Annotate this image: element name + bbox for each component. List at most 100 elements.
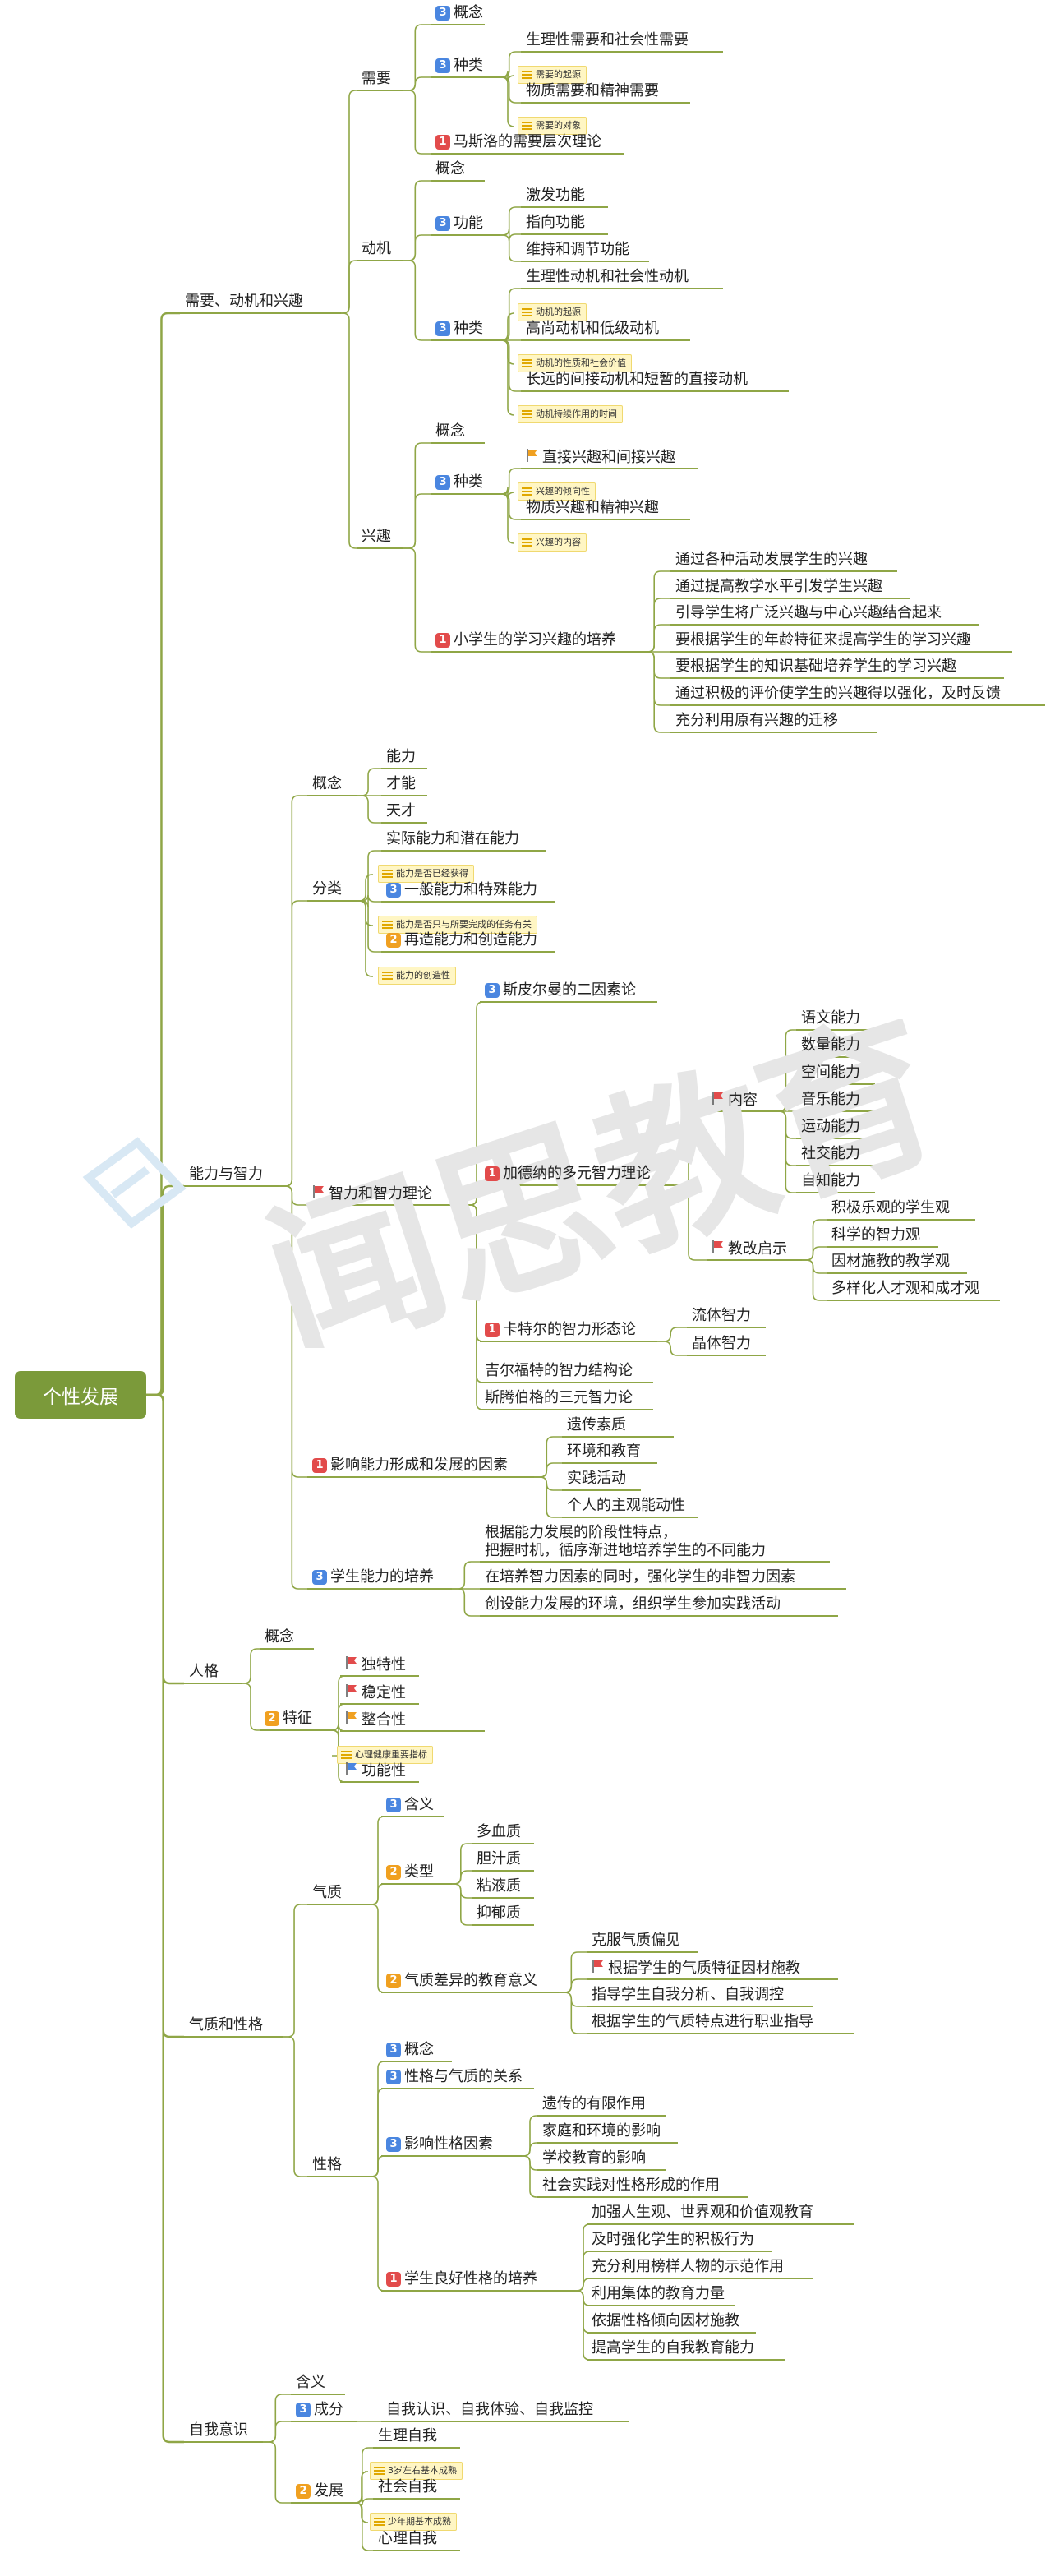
- node-c1[interactable]: 概念: [265, 1628, 294, 1646]
- node-a1b1[interactable]: 生理性需要和社会性需要: [526, 31, 689, 49]
- note-b2cn[interactable]: 能力的创造性: [378, 967, 456, 985]
- note-a3b2n[interactable]: 兴趣的内容: [518, 533, 587, 552]
- node-b2a[interactable]: 实际能力和潜在能力: [386, 830, 519, 848]
- node-d1c1[interactable]: 克服气质偏见: [592, 1932, 680, 1950]
- node-b3c1[interactable]: 流体智力: [692, 1307, 751, 1325]
- node-c[interactable]: 人格: [189, 1663, 219, 1681]
- node-a3c2[interactable]: 通过提高教学水平引发学生兴趣: [675, 578, 882, 596]
- node-d1b2[interactable]: 胆汁质: [477, 1850, 521, 1868]
- node-d1c4[interactable]: 根据学生的气质特点进行职业指导: [592, 2013, 813, 2031]
- node-b[interactable]: 能力与智力: [189, 1166, 263, 1184]
- note-a1b2n[interactable]: 需要的对象: [518, 117, 587, 135]
- node-d2d6[interactable]: 提高学生的自我教育能力: [592, 2339, 754, 2357]
- node-b3b1g[interactable]: 自知能力: [801, 1172, 860, 1190]
- node-a3[interactable]: 兴趣: [362, 528, 391, 546]
- note-c2cn[interactable]: 心理健康重要指标: [337, 1746, 433, 1764]
- node-e1[interactable]: 含义: [296, 2374, 325, 2392]
- node-c2c[interactable]: 整合性: [345, 1710, 406, 1730]
- node-b1c[interactable]: 天才: [386, 802, 416, 820]
- node-a3c5[interactable]: 要根据学生的知识基础培养学生的学习兴趣: [675, 658, 956, 676]
- node-c2a[interactable]: 独特性: [345, 1655, 406, 1675]
- node-a2c3[interactable]: 长远的间接动机和短暂的直接动机: [526, 371, 748, 389]
- node-d2c3[interactable]: 学校教育的影响: [542, 2149, 646, 2167]
- node-b5b[interactable]: 在培养智力因素的同时，强化学生的非智力因素: [485, 1568, 795, 1586]
- node-e3c[interactable]: 心理自我: [378, 2530, 437, 2548]
- node-d2d1[interactable]: 加强人生观、世界观和价值观教育: [592, 2204, 813, 2222]
- node-b2[interactable]: 分类: [312, 880, 342, 898]
- node-a1b2[interactable]: 物质需要和精神需要: [526, 82, 659, 100]
- note-b2bn[interactable]: 能力是否只与所要完成的任务有关: [378, 916, 537, 934]
- node-a3c3[interactable]: 引导学生将广泛兴趣与中心兴趣结合起来: [675, 604, 942, 622]
- note-a2c2n[interactable]: 动机的性质和社会价值: [518, 354, 632, 372]
- node-b3[interactable]: 智力和智力理论: [312, 1184, 432, 1204]
- node-a2b3[interactable]: 维持和调节功能: [526, 241, 629, 259]
- node-b3d[interactable]: 吉尔福特的智力结构论: [485, 1362, 633, 1380]
- node-a2a[interactable]: 概念: [435, 160, 465, 178]
- node-d2d2[interactable]: 及时强化学生的积极行为: [592, 2231, 754, 2249]
- node-e3b[interactable]: 社会自我: [378, 2478, 437, 2496]
- note-b2an[interactable]: 能力是否已经获得: [378, 865, 474, 883]
- node-e3a[interactable]: 生理自我: [378, 2427, 437, 2445]
- node-d2c1[interactable]: 遗传的有限作用: [542, 2095, 646, 2113]
- node-a3b2[interactable]: 物质兴趣和精神兴趣: [526, 499, 659, 517]
- node-a2[interactable]: 动机: [362, 240, 391, 258]
- node-a2c1[interactable]: 生理性动机和社会性动机: [526, 268, 689, 286]
- node-b3b1d[interactable]: 音乐能力: [801, 1091, 860, 1109]
- node-d2d5[interactable]: 依据性格倾向因材施教: [592, 2312, 739, 2330]
- node-d1b4[interactable]: 抑郁质: [477, 1904, 521, 1923]
- node-a[interactable]: 需要、动机和兴趣: [185, 293, 303, 311]
- node-b3b2d[interactable]: 多样化人才观和成才观: [831, 1280, 979, 1298]
- node-b4c[interactable]: 实践活动: [567, 1470, 626, 1488]
- node-b3b1e[interactable]: 运动能力: [801, 1118, 860, 1136]
- node-b3b1[interactable]: 内容: [712, 1091, 758, 1110]
- node-a3c7[interactable]: 充分利用原有兴趣的迁移: [675, 712, 838, 730]
- note-a2c1n[interactable]: 动机的起源: [518, 303, 587, 321]
- node-b3b2b[interactable]: 科学的智力观: [831, 1226, 920, 1244]
- node-b1a[interactable]: 能力: [386, 748, 416, 766]
- node-e[interactable]: 自我意识: [189, 2421, 248, 2440]
- node-b3b1a[interactable]: 语文能力: [801, 1009, 860, 1027]
- node-a3c1[interactable]: 通过各种活动发展学生的兴趣: [675, 551, 868, 569]
- node-d1b1[interactable]: 多血质: [477, 1823, 521, 1841]
- node-b3c2[interactable]: 晶体智力: [692, 1335, 751, 1353]
- node-b4a[interactable]: 遗传素质: [567, 1416, 626, 1434]
- node-d2[interactable]: 性格: [312, 2156, 342, 2174]
- node-b5c[interactable]: 创设能力发展的环境，组织学生参加实践活动: [485, 1595, 781, 1613]
- node-b3b2c[interactable]: 因材施教的教学观: [831, 1253, 950, 1271]
- node-b5a[interactable]: 根据能力发展的阶段性特点，把握时机，循序渐进地培养学生的不同能力: [485, 1524, 766, 1560]
- node-d1[interactable]: 气质: [312, 1884, 342, 1902]
- node-b4b[interactable]: 环境和教育: [567, 1443, 641, 1461]
- note-e3an[interactable]: 3岁左右基本成熟: [370, 2462, 463, 2480]
- note-a2c3n[interactable]: 动机持续作用的时间: [518, 405, 623, 423]
- node-b3e[interactable]: 斯腾伯格的三元智力论: [485, 1389, 633, 1407]
- node-b4d[interactable]: 个人的主观能动性: [567, 1497, 685, 1515]
- node-a3c6[interactable]: 通过积极的评价使学生的兴趣得以强化，及时反馈: [675, 685, 1001, 703]
- node-e2a[interactable]: 自我认识、自我体验、自我监控: [386, 2401, 593, 2419]
- node-c2b[interactable]: 稳定性: [345, 1683, 406, 1703]
- node-b3b1c[interactable]: 空间能力: [801, 1064, 860, 1082]
- note-e3bn[interactable]: 少年期基本成熟: [370, 2513, 457, 2531]
- node-a2b2[interactable]: 指向功能: [526, 214, 585, 232]
- node-d[interactable]: 气质和性格: [189, 2016, 263, 2034]
- node-d1c3[interactable]: 指导学生自我分析、自我调控: [592, 1986, 784, 2004]
- node-a3c4[interactable]: 要根据学生的年龄特征来提高学生的学习兴趣: [675, 631, 971, 649]
- node-b3b1b[interactable]: 数量能力: [801, 1036, 860, 1055]
- node-c2d[interactable]: 功能性: [345, 1761, 406, 1781]
